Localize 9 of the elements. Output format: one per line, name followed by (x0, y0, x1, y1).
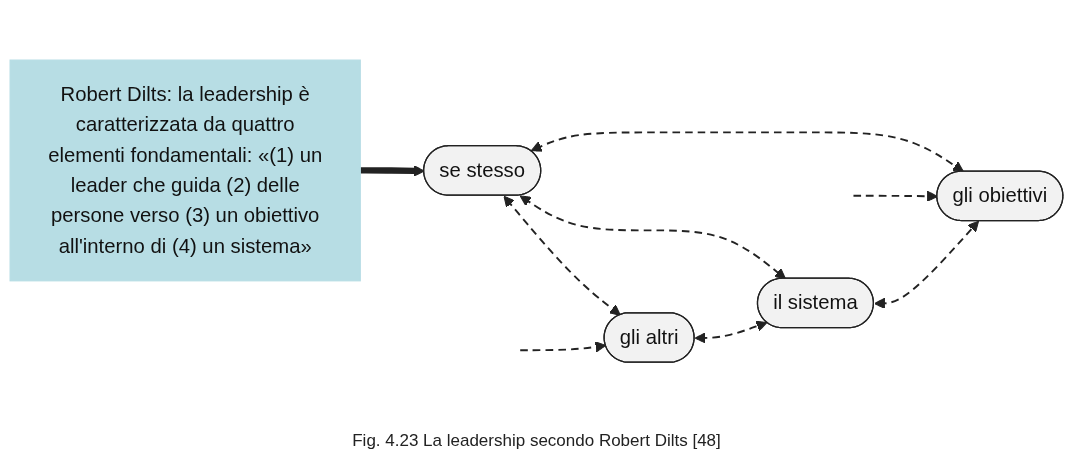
arrow (519, 195, 787, 280)
arrow (694, 320, 768, 344)
arrow (874, 220, 980, 309)
arrow (530, 131, 964, 173)
node-box: Robert Dilts: la leadership è caratterizzata da quattro elementi fondamentali: «(1) un leader che guida (2) delle persone verso (3) un obiettivo all'interno di (4) un sistema» (9, 59, 361, 282)
arrow (852, 190, 938, 202)
arrow (503, 195, 621, 316)
arrow (519, 341, 607, 353)
figure-caption: Fig. 4.23 La leadership secondo Robert Dilts [48] (352, 430, 721, 452)
